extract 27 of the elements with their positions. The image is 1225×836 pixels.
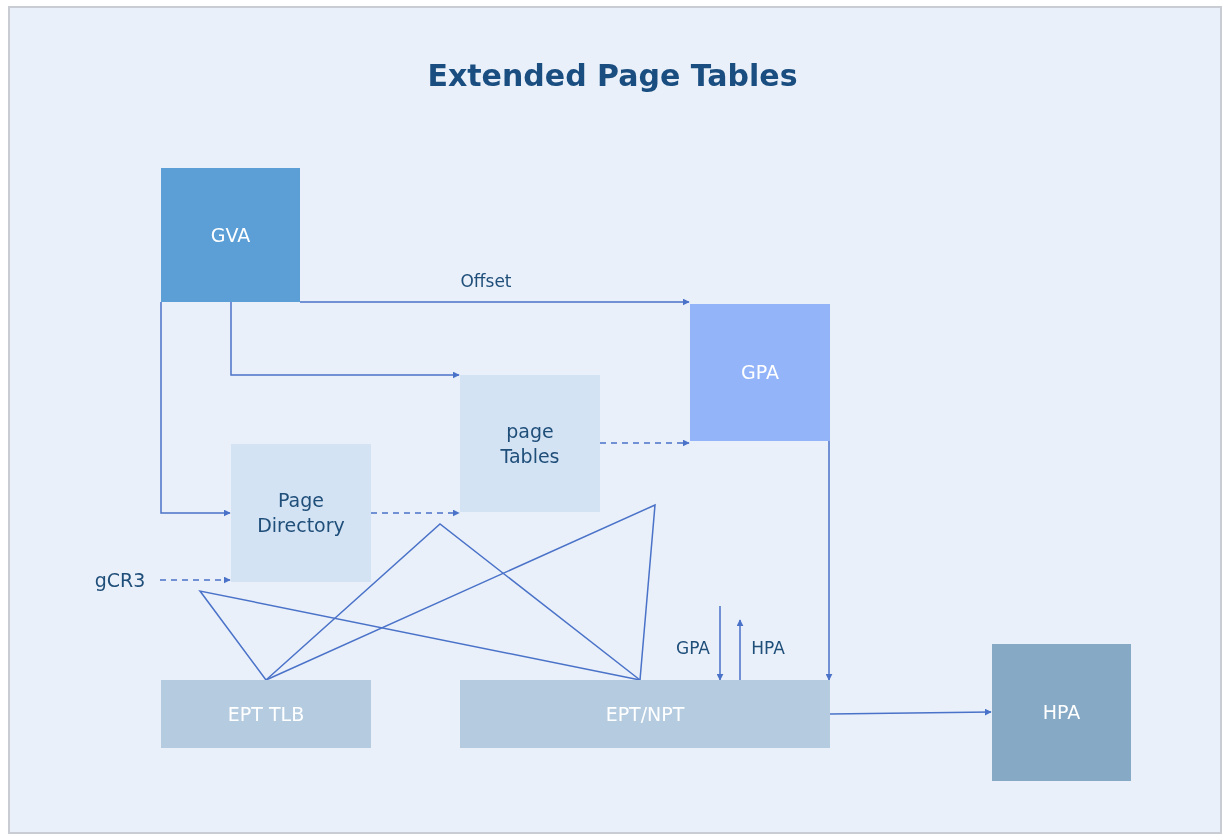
arrow — [716, 605, 724, 681]
box-label: GVA — [210, 222, 251, 248]
arrow — [230, 301, 460, 379]
process-box — [992, 644, 1131, 781]
process-box — [460, 680, 830, 748]
table-box — [460, 375, 600, 512]
process-box — [161, 680, 371, 748]
arrow — [160, 301, 231, 517]
box-label: page Tables — [499, 418, 561, 469]
table-box — [231, 444, 371, 582]
arrow — [736, 619, 744, 681]
process-box — [690, 304, 830, 441]
dashed-arrow — [370, 509, 460, 517]
register-label: gCR3 — [94, 567, 146, 593]
dashed-arrow — [159, 576, 231, 584]
box-label: EPT TLB — [227, 701, 305, 727]
box-label: HPA — [1042, 700, 1081, 725]
box-label: Page Directory — [256, 488, 346, 538]
connector-line — [198, 589, 641, 681]
diagram-title: Extended Page Tables — [426, 58, 799, 93]
arrow — [299, 298, 690, 306]
box-label: EPT/NPT — [605, 701, 685, 727]
box-label: GPA — [741, 360, 779, 385]
process-box — [161, 168, 300, 302]
dashed-arrow — [599, 439, 690, 447]
arrow — [825, 440, 833, 681]
arrow — [829, 708, 992, 716]
